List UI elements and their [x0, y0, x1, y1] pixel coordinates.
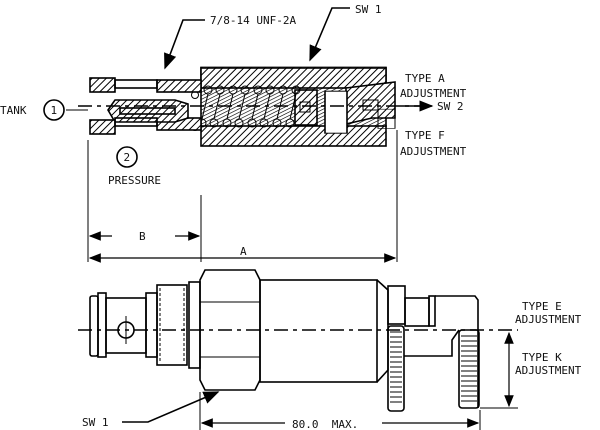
type-a-adjustment-label: ADJUSTMENT [400, 87, 467, 100]
tank-label: TANK [0, 104, 27, 117]
sw1-bottom-label: SW 1 [82, 416, 109, 429]
section-view [43, 7, 434, 263]
thread-upper [156, 79, 202, 93]
hex-nut [199, 269, 261, 391]
type-k-knob [458, 329, 480, 409]
type-k-label: TYPE K [522, 351, 562, 364]
piston [294, 89, 318, 126]
type-f-label: TYPE F [405, 129, 445, 142]
sw2-label: SW 2 [437, 100, 464, 113]
port-2-number: 2 [124, 151, 131, 164]
dim-b-label: B [139, 230, 146, 243]
type-f-adjustment-label: ADJUSTMENT [400, 145, 467, 158]
nose-upper [89, 77, 116, 93]
thread-leader [164, 19, 205, 70]
body-upper-wall [200, 67, 387, 89]
port-1-circle [43, 99, 65, 121]
port-2-circle [116, 146, 138, 168]
end-cap [345, 81, 396, 126]
thread-label: 7/8-14 UNF-2A [210, 14, 296, 27]
port-1-number: 1 [51, 104, 58, 117]
body-tube [259, 279, 378, 383]
type-a-label: TYPE A [405, 72, 445, 85]
elevation-view [78, 269, 518, 430]
max-length-label: 80.0 MAX. [292, 418, 358, 430]
body-lower-wall [200, 125, 387, 147]
nose-lower [89, 119, 116, 135]
pressure-label: PRESSURE [108, 174, 161, 187]
type-e-knob [387, 325, 405, 412]
type-e-adjustment-label: ADJUSTMENT [515, 313, 582, 326]
type-k-adjustment-label: ADJUSTMENT [515, 364, 582, 377]
dim-a-label: A [240, 245, 247, 258]
sw1-top-leader [309, 7, 350, 62]
sw1-top-label: SW 1 [355, 3, 382, 16]
type-e-label: TYPE E [522, 300, 562, 313]
spring [191, 85, 301, 131]
